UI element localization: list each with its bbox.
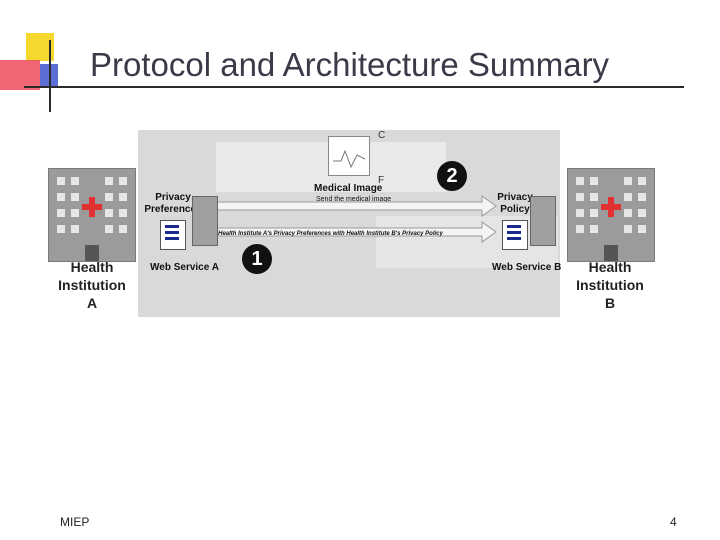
- privacy-preferences-line-2: Preferences: [144, 204, 202, 215]
- institution-b-line-2: Institution: [576, 277, 644, 293]
- page-number: 4: [670, 515, 677, 529]
- privacy-preferences-line-1: Privacy: [155, 192, 191, 203]
- medical-image-monitor-icon: [328, 136, 370, 176]
- institution-a-line-2: Institution: [58, 277, 126, 293]
- label-f: F: [378, 175, 385, 186]
- web-service-a-label: Web Service A: [150, 262, 219, 273]
- decor-vertical-line: [49, 40, 51, 112]
- label-c: C: [378, 130, 386, 141]
- slide-title: Protocol and Architecture Summary: [90, 46, 610, 83]
- step-2-badge: 2: [437, 161, 467, 191]
- step-1-badge: 1: [242, 244, 272, 274]
- send-arrow-icon: [211, 195, 497, 217]
- web-service-b-label: Web Service B: [492, 262, 562, 273]
- document-a-icon: [160, 220, 186, 250]
- privacy-preferences-label: Privacy Preferences: [140, 192, 206, 216]
- title-underline: [24, 86, 684, 88]
- institution-b-line-1: Health: [588, 259, 632, 275]
- privacy-policy-label: Privacy Policy: [494, 192, 536, 216]
- server-b-icon: [530, 196, 556, 246]
- privacy-policy-line-1: Privacy: [497, 192, 533, 203]
- medical-image-label: Medical Image: [314, 183, 383, 194]
- institution-a-line-1: Health: [70, 259, 114, 275]
- document-b-icon: [502, 220, 528, 250]
- institution-b-line-3: B: [604, 295, 616, 311]
- decor-red-square: [0, 60, 40, 90]
- verify-caption: Verify Health Institute A's Privacy Pref…: [200, 231, 443, 237]
- footer-label: MIEP: [60, 515, 90, 529]
- hospital-building-a-icon: [48, 168, 136, 262]
- arrows-layer: [211, 195, 497, 243]
- server-a-icon: [192, 196, 218, 246]
- privacy-policy-line-2: Policy: [500, 204, 530, 215]
- hospital-building-b-icon: [567, 168, 655, 262]
- verify-arrow-icon: [211, 221, 497, 243]
- send-caption: Send the medical image: [316, 196, 392, 203]
- institution-b-label: Health Institution B: [566, 258, 654, 312]
- institution-a-label: Health Institution A: [48, 258, 136, 312]
- institution-a-line-3: A: [86, 295, 98, 311]
- waveform-icon: [333, 149, 366, 169]
